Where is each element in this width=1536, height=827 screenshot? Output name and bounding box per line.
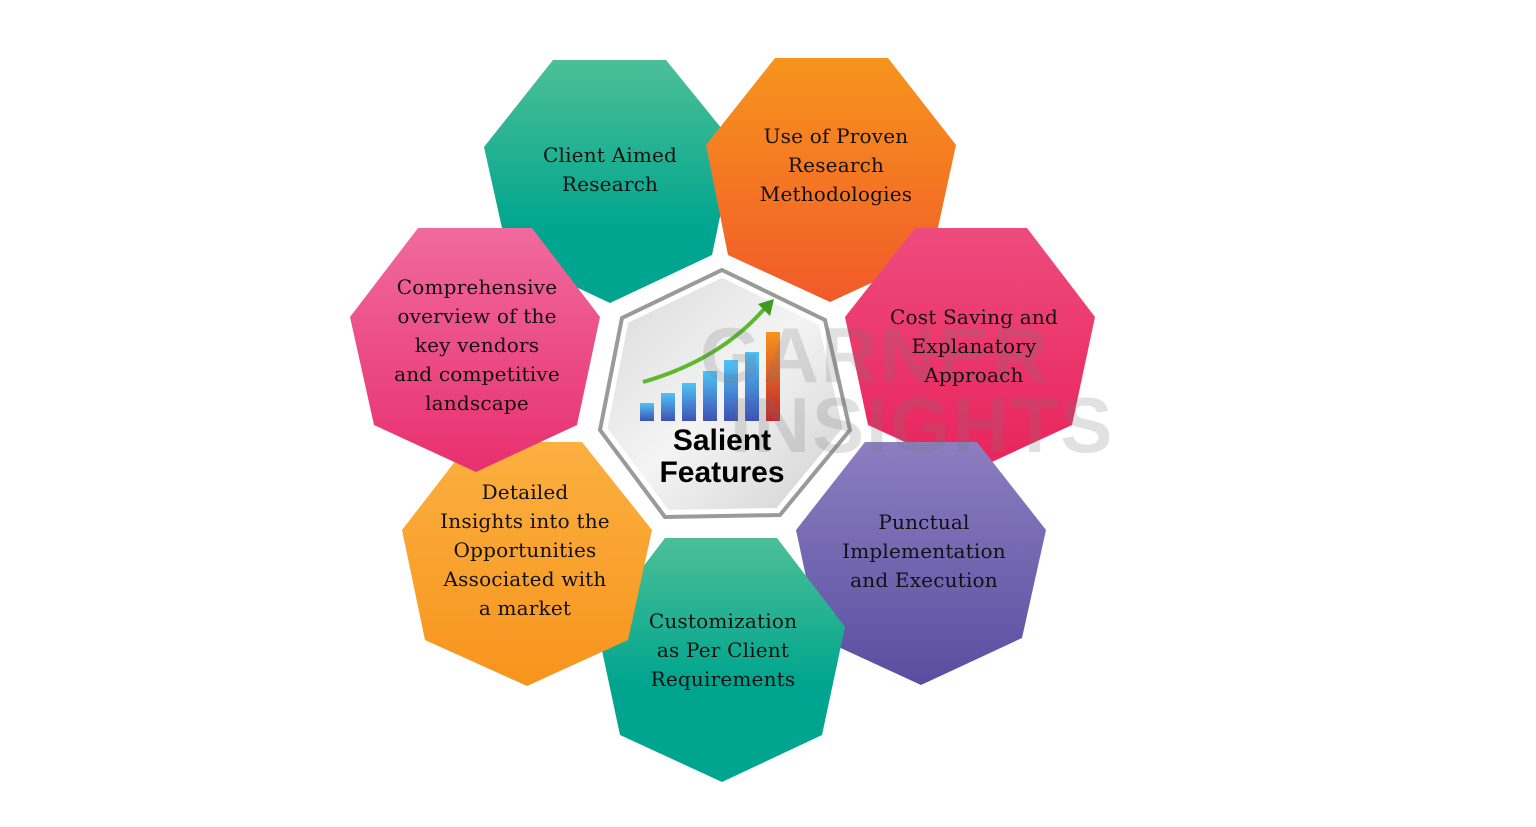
label-line: key vendors	[414, 333, 540, 357]
feature-hexagon-detailed-insights	[402, 442, 652, 686]
label-line: and Execution	[850, 568, 998, 592]
feature-hexagon-cost-saving	[845, 228, 1095, 472]
label-line: Client Aimed	[542, 143, 678, 167]
label-line: Opportunities	[453, 538, 597, 562]
label-line: overview of the	[397, 304, 557, 328]
label-line: Requirements	[650, 667, 796, 691]
feature-label-detailed-insights: Detailed Insights into the Opportunities…	[425, 478, 625, 623]
bar-chart-growth-icon	[640, 299, 780, 421]
watermark-line1: GARNER	[700, 311, 1051, 399]
label-line: Implementation	[842, 539, 1006, 563]
label-line: Methodologies	[759, 182, 913, 206]
center-title-line1: Salient	[672, 424, 772, 457]
feature-label-customization: Customization as Per Client Requirements	[623, 607, 823, 694]
feature-hexagon-client-aimed	[484, 60, 735, 303]
center-title: Salient Features	[622, 425, 822, 489]
label-line: Cost Saving and	[890, 305, 1058, 329]
feature-hexagon-customization	[597, 538, 845, 782]
label-line: Punctual	[878, 510, 970, 534]
feature-label-comprehensive: Comprehensive overview of the key vendor…	[377, 273, 577, 418]
label-line: Research	[561, 172, 659, 196]
label-line: Detailed	[481, 480, 569, 504]
label-line: Insights into the	[440, 509, 610, 533]
label-line: landscape	[425, 391, 529, 415]
label-line: Comprehensive	[396, 275, 558, 299]
label-line: Explanatory	[911, 334, 1037, 358]
label-line: Approach	[924, 363, 1024, 387]
label-line: Customization	[648, 609, 798, 633]
center-hexagon-border	[597, 267, 853, 520]
label-line: and competitive	[394, 362, 560, 386]
label-line: as Per Client	[656, 638, 790, 662]
watermark-line2: INSIGHTS	[730, 381, 1115, 469]
label-line: Use of Proven	[763, 124, 909, 148]
feature-hexagon-comprehensive	[350, 228, 600, 472]
feature-hexagon-punctual	[796, 442, 1046, 685]
center-title-line2: Features	[659, 456, 785, 489]
label-line: a market	[478, 596, 572, 620]
feature-label-cost-saving: Cost Saving and Explanatory Approach	[874, 303, 1074, 390]
feature-label-proven-methods: Use of Proven Research Methodologies	[736, 122, 936, 209]
label-line: Associated with	[443, 567, 607, 591]
feature-hexagon-proven-methods	[706, 58, 956, 302]
feature-label-punctual: Punctual Implementation and Execution	[824, 508, 1024, 595]
label-line: Research	[787, 153, 885, 177]
feature-label-client-aimed: Client Aimed Research	[510, 141, 710, 199]
